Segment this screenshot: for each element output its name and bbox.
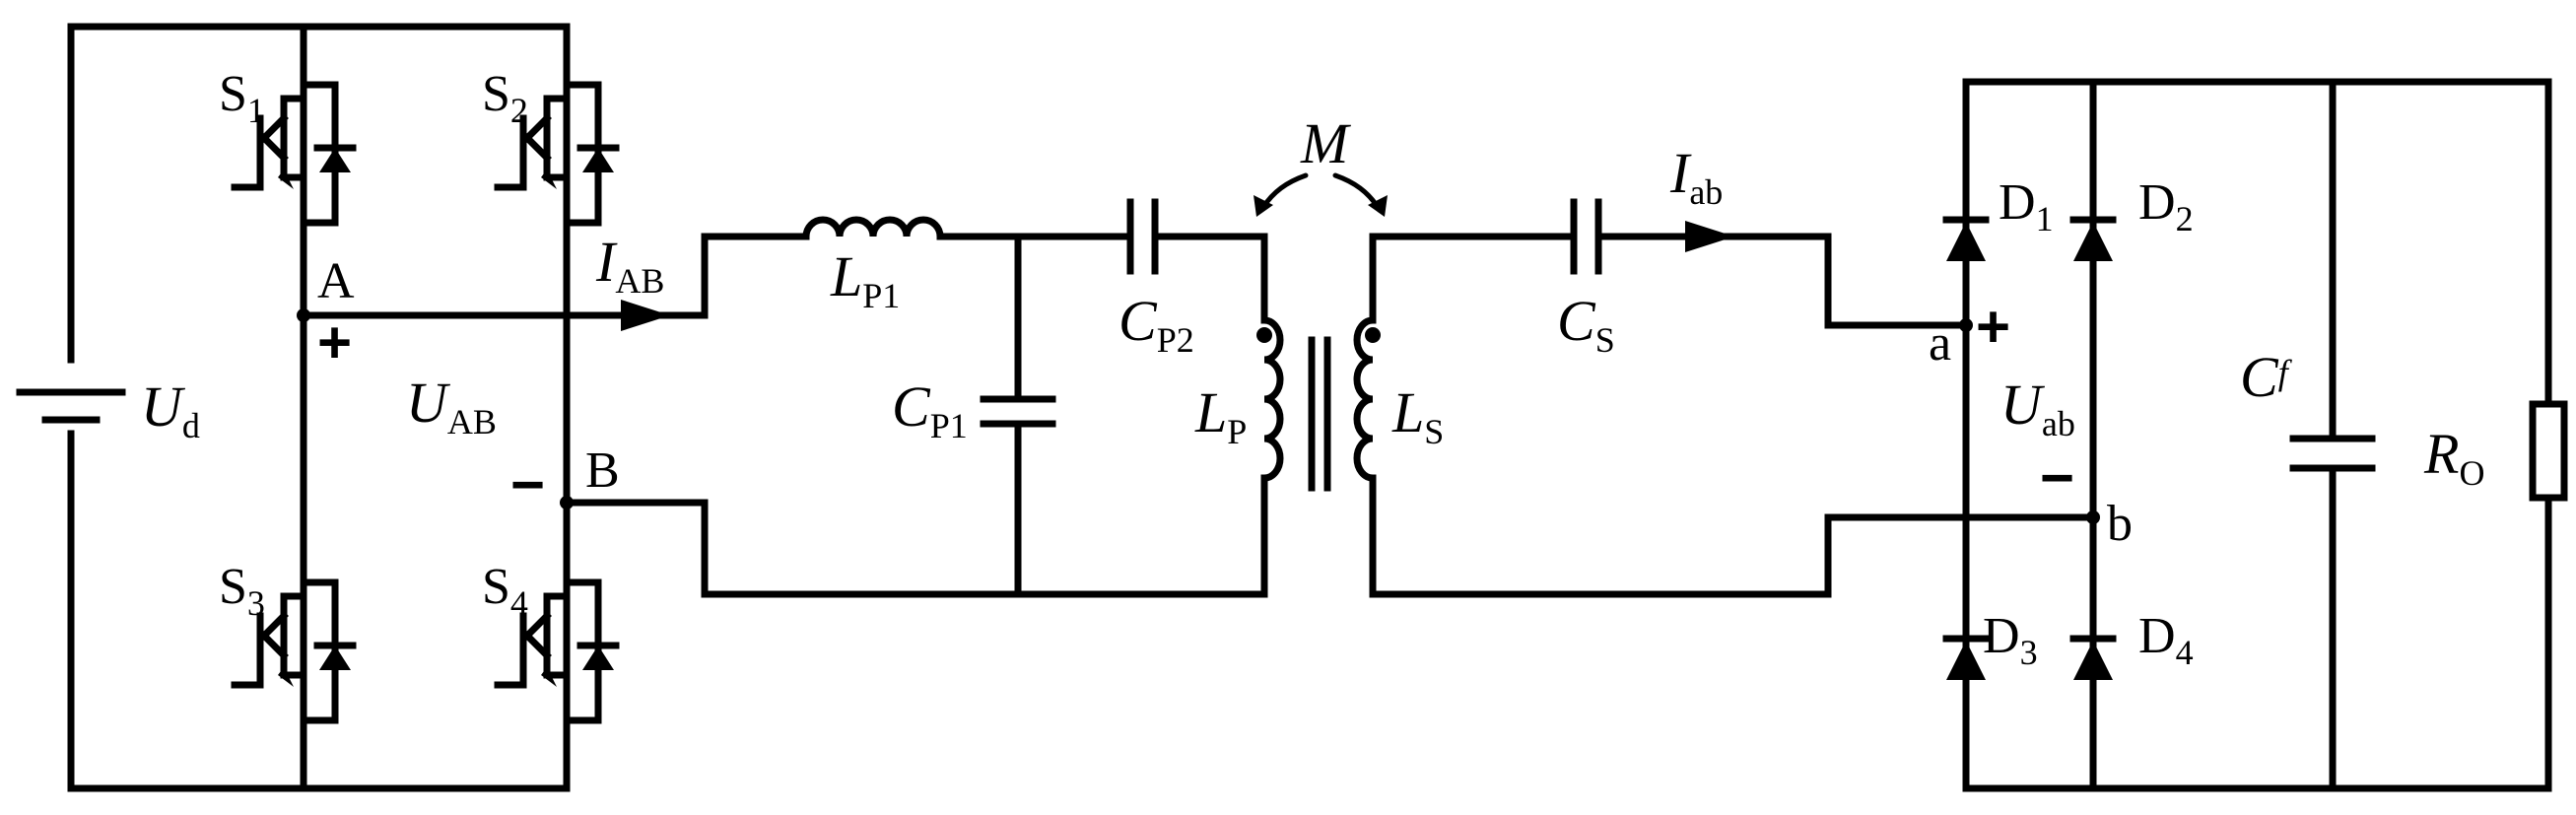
capacitor-cf: [2289, 435, 2376, 472]
label-uab-secondary: Uab: [2000, 373, 2075, 443]
label-m: M: [1300, 111, 1351, 175]
plus-uab-secondary: +: [1976, 294, 2010, 360]
switch-s4: [494, 573, 620, 724]
plus-uab: +: [317, 309, 352, 375]
label-d2: D2: [2138, 174, 2194, 238]
switch-s3: [231, 573, 357, 724]
capacitor-cs: [1570, 198, 1602, 275]
label-d4: D4: [2138, 608, 2194, 672]
diode-d3: [1942, 635, 1990, 680]
current-arrow-iab-secondary: [1685, 221, 1734, 252]
switch-s2: [494, 75, 620, 227]
node-a-dot: [297, 308, 310, 322]
minus-uab-secondary: −: [2040, 444, 2074, 510]
output-load: [2289, 78, 2568, 792]
label-cs: CS: [1557, 289, 1615, 360]
label-node-a-lower: a: [1929, 315, 1951, 372]
label-d3: D3: [1983, 608, 2038, 672]
label-s3: S3: [219, 559, 265, 623]
label-ro: RO: [2423, 422, 2484, 493]
label-iab: IAB: [595, 230, 664, 301]
inductor-ls: [1353, 316, 1377, 482]
label-cp1: CP1: [892, 374, 968, 445]
label-node-a: A: [317, 253, 355, 309]
switch-s1: [231, 75, 357, 227]
primary-network: [701, 198, 1268, 598]
resistor-ro: [2529, 400, 2568, 502]
inverter-wiring: [67, 23, 1268, 792]
diode-d4: [2069, 635, 2117, 680]
label-d1: D1: [1999, 174, 2054, 238]
current-arrow-iab: [621, 300, 670, 331]
minus-uab: −: [510, 451, 545, 517]
inductor-lp1: [802, 216, 944, 240]
capacitor-cp2: [1126, 198, 1159, 275]
secondary-network: [1369, 198, 2097, 598]
label-node-b-lower: b: [2107, 496, 2133, 552]
label-s4: S4: [482, 559, 528, 623]
inductor-lp: [1260, 316, 1284, 482]
node-b-dot: [560, 496, 574, 509]
diode-d1: [1942, 216, 1990, 261]
dc-source: [16, 388, 126, 424]
label-cf: Cf: [2240, 345, 2293, 409]
label-lp1: LP1: [830, 244, 900, 315]
label-s2: S2: [482, 66, 528, 130]
label-node-b: B: [585, 442, 620, 499]
label-iab-secondary: Iab: [1669, 141, 1723, 212]
rectifier-bridge: [1942, 78, 2552, 792]
label-cp2: CP2: [1119, 289, 1194, 360]
diode-d2: [2069, 216, 2117, 261]
label-lp: LP: [1194, 380, 1247, 451]
label-s1: S1: [219, 66, 265, 130]
label-uab: UAB: [406, 371, 497, 441]
capacitor-cp1: [980, 395, 1056, 428]
transformer: [1254, 172, 1388, 492]
label-ud: Ud: [141, 374, 200, 445]
label-ls: LS: [1391, 380, 1444, 451]
